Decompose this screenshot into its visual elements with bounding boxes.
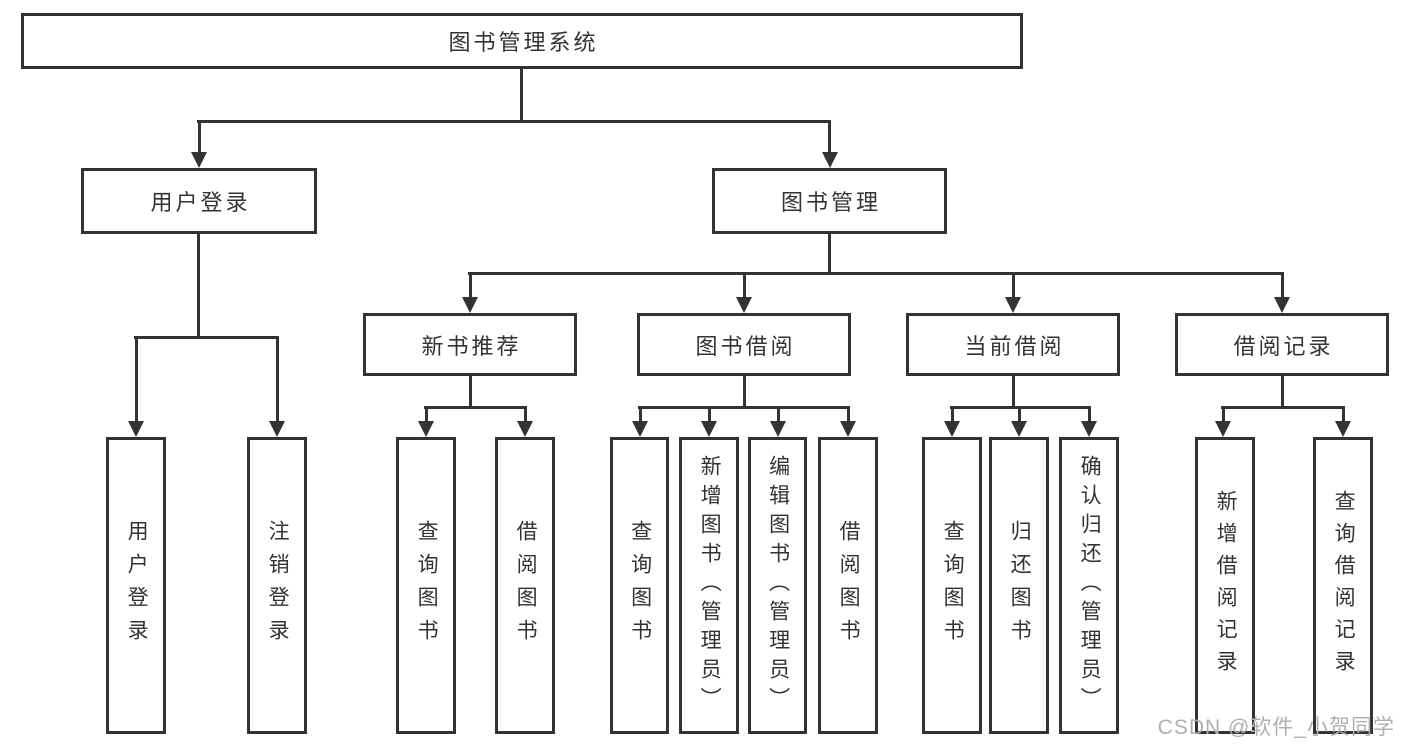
leaf-edit-book-admin: 编辑图书（管理员）	[748, 437, 807, 734]
connector-arrow	[770, 406, 786, 437]
leaf-add-borrow-record: 新增借阅记录	[1195, 437, 1255, 734]
connector-arrow	[632, 406, 648, 437]
node-library-management-system: 图书管理系统	[21, 13, 1023, 69]
connector-arrow	[1274, 272, 1290, 313]
node-book-management: 图书管理	[712, 168, 947, 234]
leaf-query-books-recommend: 查询图书	[396, 437, 456, 734]
node-label: 借阅图书	[837, 519, 861, 652]
leaf-query-borrow-record: 查询借阅记录	[1313, 437, 1373, 734]
node-label: 查询借阅记录	[1332, 489, 1356, 682]
node-label: 当前借阅	[964, 333, 1065, 359]
node-new-book-recommendation: 新书推荐	[363, 313, 577, 376]
connector-arrow	[1005, 272, 1021, 313]
leaf-query-books-current: 查询图书	[922, 437, 982, 734]
leaf-confirm-return-admin: 确认归还（管理员）	[1059, 437, 1119, 734]
connector-vline	[1280, 376, 1284, 406]
connector-arrow	[1335, 406, 1351, 437]
connector-arrow	[128, 336, 144, 437]
connector-arrow	[462, 272, 478, 313]
connector-arrow	[269, 336, 285, 437]
connector-hline	[1221, 406, 1345, 409]
connector-arrow	[1215, 406, 1231, 437]
connector-arrow	[944, 406, 960, 437]
connector-arrow	[821, 120, 838, 168]
connector-hline	[638, 406, 850, 409]
connector-arrow	[517, 406, 533, 437]
leaf-user-login: 用户登录	[106, 437, 166, 734]
node-label: 新增图书（管理员）	[698, 455, 722, 716]
node-label: 注销登录	[266, 519, 290, 652]
connector-vline	[828, 234, 831, 272]
node-label: 图书借阅	[695, 333, 796, 359]
node-label: 新书推荐	[421, 333, 522, 359]
leaf-return-books: 归还图书	[989, 437, 1049, 734]
connector-vline	[197, 232, 200, 336]
node-label: 查询图书	[628, 519, 652, 652]
leaf-borrow-books-borrowing: 借阅图书	[818, 437, 878, 734]
connector-hline	[424, 406, 527, 409]
node-user-login: 用户登录	[81, 168, 317, 234]
node-label: 编辑图书（管理员）	[766, 455, 790, 716]
connector-vline	[520, 69, 523, 120]
node-label: 查询图书	[941, 519, 965, 652]
leaf-logout: 注销登录	[247, 437, 307, 734]
leaf-add-book-admin: 新增图书（管理员）	[679, 437, 739, 734]
node-label: 借阅图书	[514, 519, 538, 652]
node-current-borrowing: 当前借阅	[906, 313, 1120, 376]
node-label: 图书管理	[780, 190, 881, 215]
connector-arrow	[418, 406, 434, 437]
node-label: 用户登录	[150, 190, 251, 215]
connector-arrow	[736, 272, 752, 313]
node-label: 新增借阅记录	[1214, 489, 1238, 682]
node-book-borrowing: 图书借阅	[637, 313, 851, 376]
connector-arrow	[191, 120, 207, 168]
node-label: 查询图书	[415, 519, 439, 652]
node-label: 图书管理系统	[448, 30, 599, 55]
node-label: 用户登录	[125, 519, 149, 652]
connector-arrow	[1081, 406, 1097, 437]
connector-vline	[1011, 376, 1015, 406]
node-label: 借阅记录	[1233, 333, 1334, 359]
csdn-watermark: CSDN @软件_小贺同学	[1157, 716, 1395, 739]
connector-arrow	[840, 406, 856, 437]
connector-hline	[197, 120, 831, 123]
connector-vline	[468, 376, 472, 406]
node-borrowing-records: 借阅记录	[1175, 313, 1389, 376]
node-label: 确认归还（管理员）	[1078, 455, 1102, 716]
connector-hline	[468, 272, 1282, 275]
connector-arrow	[701, 406, 717, 437]
connector-hline	[950, 406, 1091, 409]
connector-arrow	[1011, 406, 1027, 437]
connector-vline	[742, 376, 746, 406]
leaf-query-books-borrowing: 查询图书	[610, 437, 669, 734]
node-label: 归还图书	[1008, 519, 1032, 652]
connector-hline	[134, 336, 279, 339]
leaf-borrow-books-recommend: 借阅图书	[495, 437, 555, 734]
